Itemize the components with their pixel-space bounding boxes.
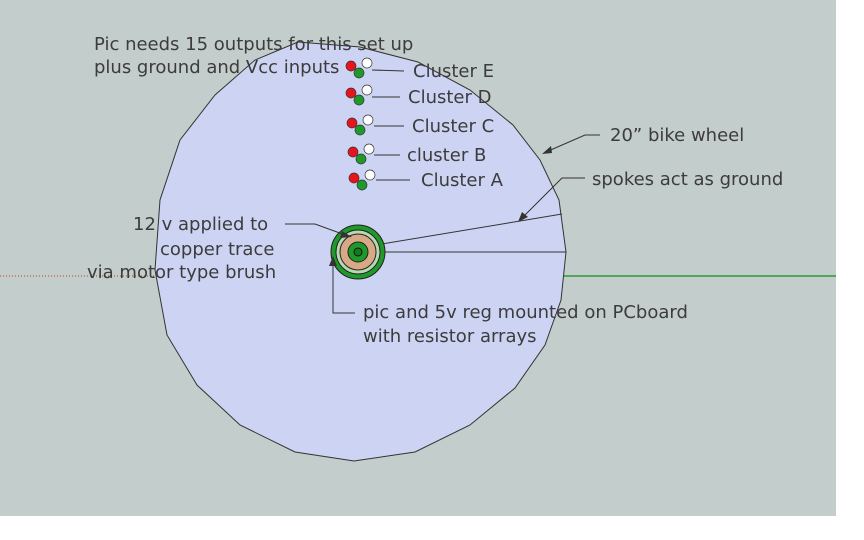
wheel-diagram (0, 41, 836, 462)
led-red (345, 60, 357, 72)
leader-voltage (285, 223, 349, 237)
cluster-d-leds (345, 84, 373, 106)
leader-cluster-e (371, 69, 405, 72)
led-white (362, 114, 374, 126)
hub (330, 224, 386, 280)
cluster-a-leds (348, 169, 376, 191)
cluster-e-label: Cluster E (413, 61, 494, 82)
cluster-c-leds (346, 114, 374, 136)
cluster-e-leds (345, 57, 373, 79)
cluster-c-label: Cluster C (412, 116, 495, 137)
led-white (364, 169, 376, 181)
spoke-upper (357, 213, 563, 249)
cluster-a-label: Cluster A (421, 170, 503, 191)
led-red (345, 87, 357, 99)
pcb-note-line2: with resistor arrays (363, 326, 537, 347)
led-green (355, 153, 367, 165)
led-green (356, 179, 368, 191)
arrowhead-spokes (518, 212, 528, 222)
led-white (361, 57, 373, 69)
wheel-label: 20” bike wheel (610, 125, 745, 146)
led-white (363, 143, 375, 155)
pic-outputs-note-line2: plus ground and Vcc inputs (94, 57, 340, 78)
pic-outputs-note-line1: Pic needs 15 outputs for this set up (94, 34, 414, 55)
pcb-note-line1: pic and 5v reg mounted on PCboard (363, 302, 688, 323)
voltage-note-line1: 12 v applied to (133, 214, 269, 235)
led-red (348, 172, 360, 184)
leader-spokes (519, 177, 585, 221)
led-red (347, 146, 359, 158)
leader-wheel (545, 134, 600, 153)
led-green (354, 124, 366, 136)
arrowhead-wheel (542, 146, 552, 154)
arrowhead-voltage (340, 231, 352, 238)
led-red (346, 117, 358, 129)
leader-pcb (332, 260, 355, 314)
drawing-viewport: Pic needs 15 outputs for this set up plu… (0, 0, 836, 516)
cluster-b-leds (347, 143, 375, 165)
voltage-note-line2: copper trace (160, 239, 275, 260)
led-white (361, 84, 373, 96)
led-green (353, 67, 365, 79)
spokes-label: spokes act as ground (592, 169, 784, 190)
hub-axle (353, 247, 363, 257)
cluster-d-label: Cluster D (408, 87, 492, 108)
cluster-b-label: cluster B (407, 145, 487, 166)
arrowhead-pcb (329, 256, 337, 266)
led-green (353, 94, 365, 106)
voltage-note-line3: via motor type brush (87, 262, 277, 283)
